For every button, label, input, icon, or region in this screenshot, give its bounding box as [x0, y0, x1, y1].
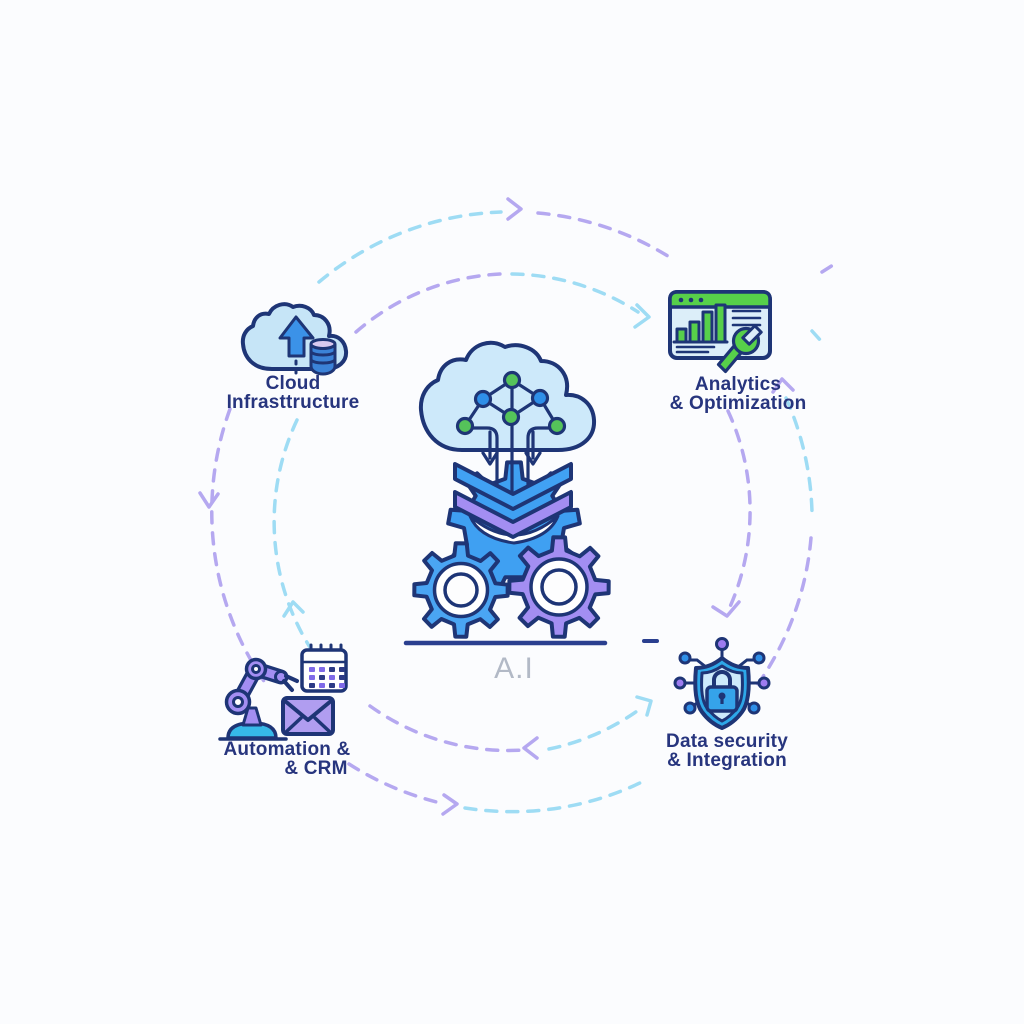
arc-arrowheads	[198, 197, 795, 816]
outer-arc-right-blue	[784, 396, 814, 514]
label-line-1: Automation &	[223, 739, 351, 760]
data-security-integration-label: Data security & Integration	[632, 732, 822, 770]
label-line-2: & Integration	[667, 750, 787, 771]
browser-header	[668, 290, 772, 309]
connector-nodes	[673, 637, 771, 715]
node-purple	[673, 676, 687, 690]
label-line-2: & CRM	[284, 758, 348, 779]
node-blue	[678, 651, 692, 665]
text-lines	[675, 309, 762, 354]
label-line-1: Cloud	[265, 373, 321, 394]
robot-arm	[224, 657, 299, 716]
network-node-green	[547, 416, 567, 436]
wrench-icon	[716, 324, 763, 374]
down-arrowhead	[524, 451, 542, 466]
inner-arc-bottom-lavender	[368, 704, 526, 753]
ai-cloud	[418, 340, 597, 452]
inner-arc-top-lavender	[354, 272, 502, 334]
inner-arc-top-blue	[510, 272, 640, 314]
analytics-optimization-label: Analytics & Optimization	[643, 375, 833, 413]
automation-icon	[218, 643, 348, 741]
inner-arc-left	[272, 418, 313, 651]
arrowhead-inner-left	[282, 600, 305, 618]
ai-gear-blue	[412, 541, 510, 639]
ai-caption: A.I	[494, 652, 534, 685]
database-icon	[309, 338, 337, 376]
network-node-green	[455, 416, 475, 436]
browser-dots	[678, 297, 704, 303]
lock-icon	[705, 670, 739, 713]
outer-arc-left	[210, 407, 268, 686]
security-icon	[673, 637, 771, 730]
calendar-grid	[309, 667, 345, 688]
ai-network	[455, 370, 567, 436]
arrowhead-outer-top	[506, 197, 523, 221]
network-node-blue	[530, 388, 550, 408]
robot-claw	[282, 674, 299, 692]
dashed-orbit-arcs	[210, 210, 835, 814]
arrowhead-inner-bottom	[522, 736, 539, 760]
arrowhead-outer-right	[771, 377, 795, 394]
ai-gear-purple	[507, 535, 611, 639]
arrowhead-outer-bottom	[441, 793, 459, 816]
arrowhead-inner-bottomright	[635, 695, 653, 717]
stray-dash	[820, 263, 835, 274]
ai-chevron-purple	[453, 490, 573, 539]
envelope-icon	[281, 696, 335, 736]
cloud-infrastructure-icon	[240, 302, 349, 380]
label-line-1: Data security	[666, 731, 788, 752]
node-blue	[747, 701, 761, 715]
outer-arc-right-lavender	[756, 536, 813, 686]
network-node-green	[501, 407, 521, 427]
inner-arc-right	[726, 409, 752, 611]
ai-chevron-blue	[453, 462, 573, 511]
robot-column	[241, 706, 263, 727]
ai-core-icon	[403, 340, 659, 646]
label-line-2: Infrasttructure	[226, 392, 360, 413]
automation-crm-label: Automation & & CRM	[192, 740, 382, 778]
label-line-2: & Optimization	[669, 393, 807, 414]
stray-dash	[810, 329, 824, 344]
calendar-icon	[300, 643, 348, 693]
analytics-icon	[668, 290, 772, 374]
ai-drop-lines	[468, 384, 555, 502]
network-node-green	[502, 370, 522, 390]
upload-arrow-icon	[278, 315, 315, 358]
arrowhead-inner-right	[711, 600, 741, 618]
node-purple	[715, 637, 729, 651]
cloud-infrastructure-label: Cloud Infrasttructure	[198, 374, 388, 412]
node-blue	[752, 651, 766, 665]
arrowhead-inner-topright	[633, 303, 651, 329]
label-line-1: Analytics	[694, 374, 782, 395]
node-purple	[757, 676, 771, 690]
down-arrowhead	[481, 451, 499, 466]
outer-arc-top-blue	[317, 210, 503, 284]
outer-arc-bottom-blue	[463, 777, 650, 814]
outer-arc-bottom-lavender	[347, 762, 447, 806]
network-node-blue	[473, 389, 493, 409]
arrowhead-outer-left	[198, 491, 220, 509]
outer-arc-top-lavender	[536, 211, 673, 260]
inner-arc-bottom-blue	[547, 707, 642, 751]
node-blue	[683, 701, 697, 715]
